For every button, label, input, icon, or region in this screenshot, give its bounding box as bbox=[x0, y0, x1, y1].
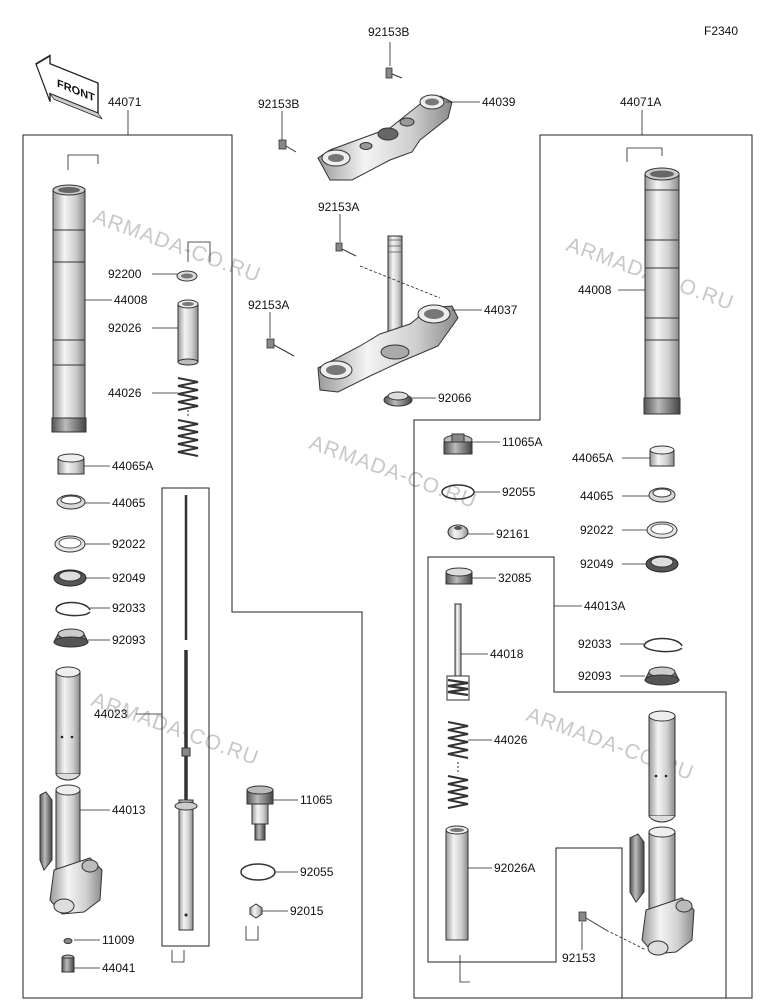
label-32085: 32085 bbox=[498, 571, 532, 585]
gasket-11009 bbox=[63, 938, 73, 944]
circlip-92033-right bbox=[643, 637, 683, 653]
outer-tube-44008-right bbox=[626, 147, 681, 415]
left-rod-bracket bbox=[171, 950, 185, 963]
label-92033-left: 92033 bbox=[112, 601, 146, 615]
label-11065: 11065 bbox=[300, 793, 333, 807]
bolt-92153B-top bbox=[385, 67, 403, 79]
damper-44023-left bbox=[174, 495, 198, 931]
bolt-44041 bbox=[61, 954, 75, 973]
label-44065A-right: 44065A bbox=[572, 451, 613, 465]
label-44008-right: 44008 bbox=[578, 283, 612, 297]
inner-tube-44013-left bbox=[39, 666, 103, 915]
bush-44065-right bbox=[648, 487, 676, 503]
label-44065-right: 44065 bbox=[580, 489, 614, 503]
bolt-92153B-left bbox=[278, 139, 297, 153]
label-44026-right: 44026 bbox=[494, 733, 528, 747]
right-damper-group-box bbox=[427, 556, 727, 999]
label-44065-left: 44065 bbox=[112, 496, 146, 510]
label-92026A: 92026A bbox=[494, 861, 535, 875]
label-92015: 92015 bbox=[290, 904, 324, 918]
lower-triple-clamp bbox=[317, 235, 459, 393]
label-44023: 44023 bbox=[94, 707, 128, 721]
label-44071: 44071 bbox=[108, 95, 142, 109]
label-44071A: 44071A bbox=[620, 95, 661, 109]
nut-92015 bbox=[245, 903, 263, 941]
label-92093-left: 92093 bbox=[112, 633, 146, 647]
label-92153A-top: 92153A bbox=[318, 200, 359, 214]
label-92161: 92161 bbox=[496, 527, 530, 541]
watermark-4: ARMADA-CO.RU bbox=[88, 688, 262, 770]
label-92153A-left: 92153A bbox=[248, 298, 289, 312]
left-damper-group-box bbox=[161, 487, 210, 947]
label-92022-left: 92022 bbox=[112, 537, 146, 551]
label-92200: 92200 bbox=[108, 267, 142, 281]
label-44037: 44037 bbox=[484, 303, 518, 317]
upper-triple-clamp bbox=[317, 94, 453, 181]
o-ring-92055-left bbox=[240, 863, 276, 881]
bush-44065A-right bbox=[649, 445, 675, 467]
spring-44026-left bbox=[177, 377, 199, 457]
label-92049-left: 92049 bbox=[112, 571, 146, 585]
washer-92022-left bbox=[54, 535, 86, 553]
label-44026-left: 44026 bbox=[108, 386, 142, 400]
diagram-code: F2340 bbox=[704, 24, 738, 38]
outer-tube-44008-left bbox=[51, 154, 99, 433]
cap-bolt-11065A-right bbox=[443, 433, 473, 455]
label-44013: 44013 bbox=[112, 803, 146, 817]
label-11065A: 11065A bbox=[502, 435, 542, 449]
bolt-92153A-top bbox=[335, 242, 357, 257]
label-44013A: 44013A bbox=[584, 599, 625, 613]
rod-44018 bbox=[446, 603, 470, 701]
cap-92161 bbox=[447, 524, 469, 540]
oil-seal-92049-right bbox=[645, 555, 679, 573]
label-92153B-top: 92153B bbox=[368, 25, 409, 39]
label-92049-right: 92049 bbox=[580, 557, 614, 571]
label-92093-right: 92093 bbox=[578, 669, 612, 683]
label-11009: 11009 bbox=[102, 933, 135, 947]
front-arrow-icon: FRONT bbox=[35, 54, 103, 120]
label-92055-right: 92055 bbox=[502, 485, 536, 499]
label-92026: 92026 bbox=[108, 321, 142, 335]
label-44008-left: 44008 bbox=[114, 293, 148, 307]
dust-seal-92093-left bbox=[53, 628, 89, 648]
label-92153: 92153 bbox=[562, 951, 596, 965]
bush-44065A-left bbox=[57, 453, 85, 475]
cap-92066 bbox=[383, 391, 413, 407]
label-92066: 92066 bbox=[438, 391, 472, 405]
bolt-92153 bbox=[578, 911, 647, 951]
inner-tube-44013A-right bbox=[629, 710, 695, 956]
spring-44026-right bbox=[447, 721, 469, 809]
part-32085 bbox=[445, 567, 473, 585]
oil-seal-92049-left bbox=[53, 569, 87, 587]
collar-92026 bbox=[177, 299, 199, 366]
collar-92026A bbox=[445, 825, 470, 983]
circlip-92033-left bbox=[55, 601, 91, 617]
washer-92200 bbox=[176, 241, 211, 282]
label-44041: 44041 bbox=[102, 961, 136, 975]
dust-seal-92093-right bbox=[644, 666, 680, 686]
label-44039: 44039 bbox=[482, 95, 516, 109]
cap-bolt-11065-left bbox=[246, 785, 274, 841]
label-44018: 44018 bbox=[490, 647, 524, 661]
label-92022-right: 92022 bbox=[580, 523, 614, 537]
label-92055-left: 92055 bbox=[300, 865, 334, 879]
bush-44065-left bbox=[56, 494, 86, 510]
label-44065A-left: 44065A bbox=[112, 459, 153, 473]
label-92033-right: 92033 bbox=[578, 637, 612, 651]
bolt-92153A-left bbox=[266, 338, 295, 357]
left-fork-group-box bbox=[22, 134, 363, 999]
washer-92022-right bbox=[646, 521, 678, 539]
right-fork-group-box bbox=[413, 134, 753, 999]
label-92153B-left: 92153B bbox=[258, 97, 299, 111]
